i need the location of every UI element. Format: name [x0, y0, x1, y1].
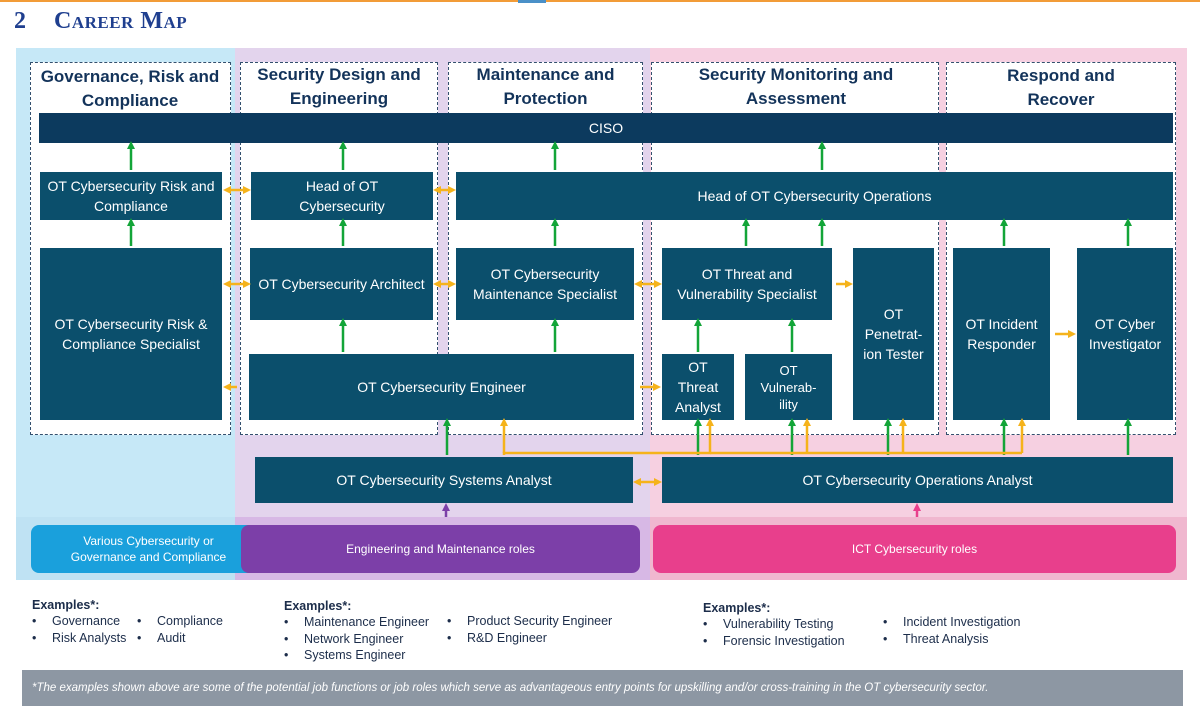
column-header-rr: Respond and Recover: [1007, 66, 1115, 109]
promotion-arrows: [127, 141, 1132, 455]
role-head-ops[interactable]: Head of OT Cybersecurity Operations: [456, 172, 1173, 220]
example-item: Network Engineer: [284, 631, 429, 648]
example-item: Risk Analysts: [32, 630, 126, 647]
entry-role-ict[interactable]: ICT Cybersecurity roles: [653, 525, 1176, 573]
examples-list-2b: Product Security EngineerR&D Engineer: [447, 613, 612, 646]
role-cyber-investigator[interactable]: OT Cyber Investigator: [1077, 248, 1173, 420]
role-ciso[interactable]: CISO: [39, 113, 1173, 143]
cross-training-arrows: [223, 186, 1076, 486]
entry-role-engineering[interactable]: Engineering and Maintenance roles: [241, 525, 640, 573]
examples-heading-1: Examples*:: [32, 598, 100, 612]
role-incident-responder[interactable]: OT Incident Responder: [953, 248, 1050, 420]
example-item: Product Security Engineer: [447, 613, 612, 630]
examples-list-1a: GovernanceRisk Analysts: [32, 613, 126, 646]
role-maintenance-specialist[interactable]: OT Cybersecurity Maintenance Specialist: [456, 248, 634, 320]
role-threat-analyst[interactable]: OT Threat Analyst: [662, 354, 734, 420]
role-head-ot-cybersecurity[interactable]: Head of OT Cybersecurity: [251, 172, 433, 220]
column-header-sma: Security Monitoring and Assessment: [698, 65, 894, 108]
example-item: Forensic Investigation: [703, 633, 845, 650]
entry-role-governance[interactable]: Various Cybersecurity or Governance and …: [31, 525, 266, 573]
example-item: R&D Engineer: [447, 630, 612, 647]
column-header-map: Maintenance and Protection: [476, 65, 615, 108]
role-vulnerability-analyst[interactable]: OT Vulnerab- ility: [745, 354, 832, 420]
examples-list-3b: Incident InvestigationThreat Analysis: [883, 614, 1020, 647]
role-architect[interactable]: OT Cybersecurity Architect: [250, 248, 433, 320]
example-item: Governance: [32, 613, 126, 630]
examples-list-2a: Maintenance EngineerNetwork EngineerSyst…: [284, 614, 429, 664]
role-grc-specialist[interactable]: OT Cybersecurity Risk & Compliance Speci…: [40, 248, 222, 420]
example-item: Threat Analysis: [883, 631, 1020, 648]
role-systems-analyst[interactable]: OT Cybersecurity Systems Analyst: [255, 457, 633, 503]
page-title: Career Map: [54, 8, 188, 34]
examples-heading-2: Examples*:: [284, 599, 352, 613]
example-item: Maintenance Engineer: [284, 614, 429, 631]
examples-heading-3: Examples*:: [703, 601, 771, 615]
examples-list-1b: ComplianceAudit: [137, 613, 223, 646]
footnote: *The examples shown above are some of th…: [22, 670, 1183, 706]
example-item: Audit: [137, 630, 223, 647]
example-item: Incident Investigation: [883, 614, 1020, 631]
example-item: Compliance: [137, 613, 223, 630]
role-operations-analyst[interactable]: OT Cybersecurity Operations Analyst: [662, 457, 1173, 503]
role-grc-head[interactable]: OT Cybersecurity Risk and Compliance: [40, 172, 222, 220]
role-engineer[interactable]: OT Cybersecurity Engineer: [249, 354, 634, 420]
top-rule: [0, 0, 1200, 2]
examples-list-3a: Vulnerability TestingForensic Investigat…: [703, 616, 845, 649]
role-penetration-tester[interactable]: OT Penetrat- ion Tester: [853, 248, 934, 420]
top-rule-accent: [518, 0, 546, 3]
section-number: 2: [14, 8, 26, 34]
column-header-grc: Governance, Risk and Compliance: [40, 67, 220, 110]
example-item: Systems Engineer: [284, 647, 429, 664]
column-header-sde: Security Design and Engineering: [257, 65, 421, 108]
example-item: Vulnerability Testing: [703, 616, 845, 633]
role-threat-vuln-specialist[interactable]: OT Threat and Vulnerability Specialist: [662, 248, 832, 320]
